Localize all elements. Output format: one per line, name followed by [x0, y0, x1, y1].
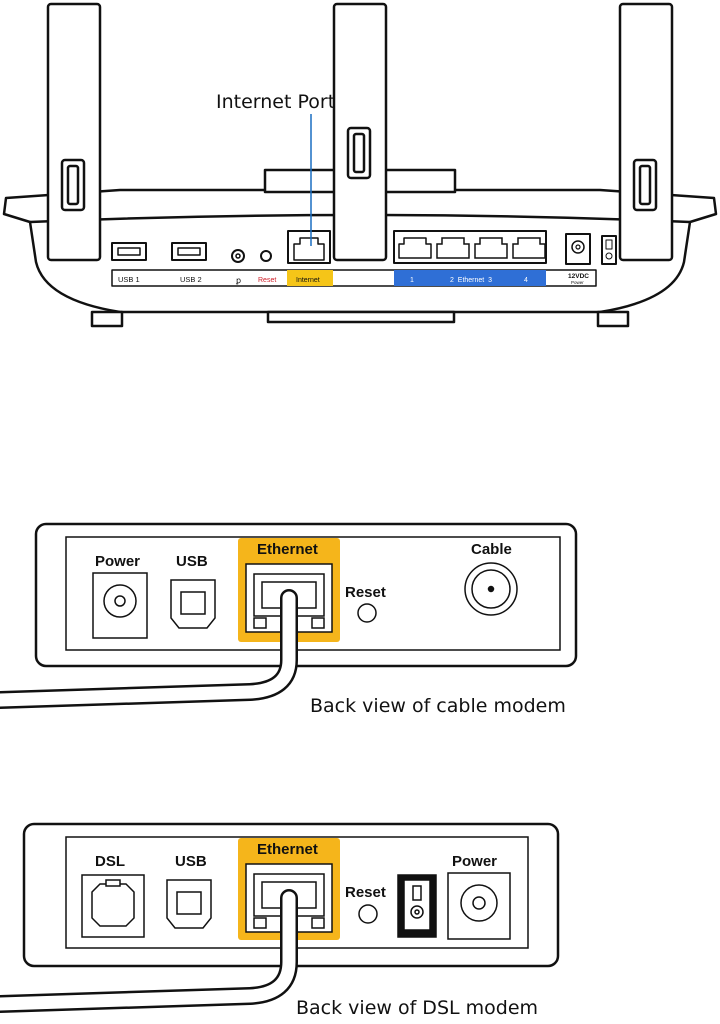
router-foot-left	[92, 312, 122, 326]
dsl-modem-caption: Back view of DSL modem	[296, 997, 538, 1019]
power-label: Power	[571, 280, 584, 285]
cable-reset-button	[358, 604, 376, 622]
cable-usb-port	[171, 580, 215, 628]
cable-modem-caption: Back view of cable modem	[310, 695, 566, 717]
reset-label: Reset	[258, 277, 276, 284]
dsl-ethernet-label: Ethernet	[257, 841, 318, 858]
reset-button	[261, 251, 271, 261]
usb2-label: USB 2	[180, 275, 202, 284]
antenna-right	[620, 4, 672, 260]
ethernet-label: 2 Ethernet 3	[450, 277, 492, 284]
ethernet-port-4-label: 4	[524, 277, 528, 284]
power-12vdc-label: 12VDC	[568, 273, 589, 280]
dsl-reset-label: Reset	[345, 884, 386, 901]
cable-coax-label: Cable	[471, 541, 512, 558]
internet-port-callout: Internet Port	[216, 91, 335, 113]
dsl-phone-port	[82, 875, 144, 937]
cable-usb-label: USB	[176, 553, 208, 570]
cable-ethernet-label: Ethernet	[257, 541, 318, 558]
dsl-reset-button	[359, 905, 377, 923]
dsl-usb-label: USB	[175, 853, 207, 870]
cable-power-label: Power	[95, 553, 140, 570]
router-foot-right	[598, 312, 628, 326]
dsl-power-label: Power	[452, 853, 497, 870]
cable-reset-label: Reset	[345, 584, 386, 601]
antenna-center	[334, 4, 386, 260]
internet-label: Internet	[296, 277, 320, 284]
dsl-power-port	[448, 873, 510, 939]
wps-icon: ꝑ	[235, 276, 241, 285]
dsl-usb-port	[167, 880, 211, 928]
internet-port	[288, 231, 330, 263]
dsl-power-switch	[398, 875, 436, 937]
ethernet-port-1-label: 1	[410, 277, 414, 284]
cable-coax-port	[465, 563, 517, 615]
router-back-view	[4, 4, 716, 326]
usb1-label: USB 1	[118, 275, 140, 284]
dsl-port-label: DSL	[95, 853, 125, 870]
antenna-left	[48, 4, 100, 260]
router-foot-center	[268, 312, 454, 322]
